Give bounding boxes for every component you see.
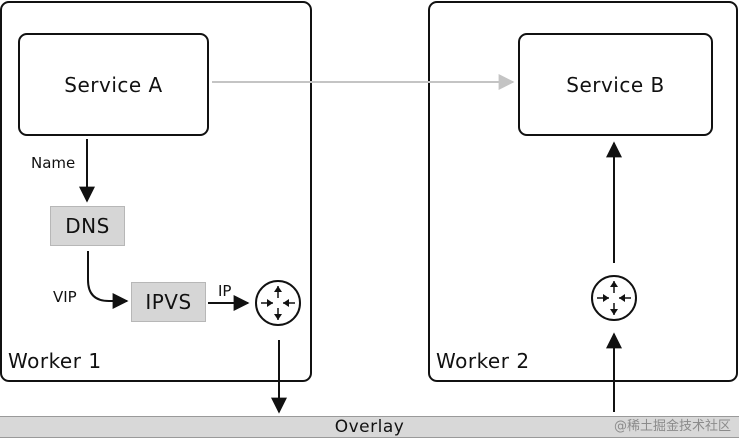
worker-2-label: Worker 2 <box>436 349 530 373</box>
dns-node: DNS <box>50 206 125 246</box>
overlay-label: Overlay <box>334 417 405 437</box>
worker-1-label: Worker 1 <box>8 349 102 373</box>
service-a-label: Service A <box>64 72 163 97</box>
overlay-network-bar: Overlay <box>0 416 739 438</box>
watermark-text: @稀土掘金技术社区 <box>613 419 731 434</box>
service-b-label: Service B <box>566 72 665 97</box>
ip-edge-label: IP <box>218 282 232 300</box>
router-icon <box>591 275 637 321</box>
service-a-node: Service A <box>18 33 209 136</box>
dns-label: DNS <box>65 214 110 238</box>
router-icon <box>255 280 301 326</box>
service-b-node: Service B <box>518 33 713 136</box>
ipvs-node: IPVS <box>131 282 206 322</box>
dns-to-ipvs-arrow <box>87 251 129 309</box>
ipvs-label: IPVS <box>145 290 192 314</box>
name-edge-label: Name <box>31 154 76 172</box>
vip-edge-label: VIP <box>53 288 77 306</box>
